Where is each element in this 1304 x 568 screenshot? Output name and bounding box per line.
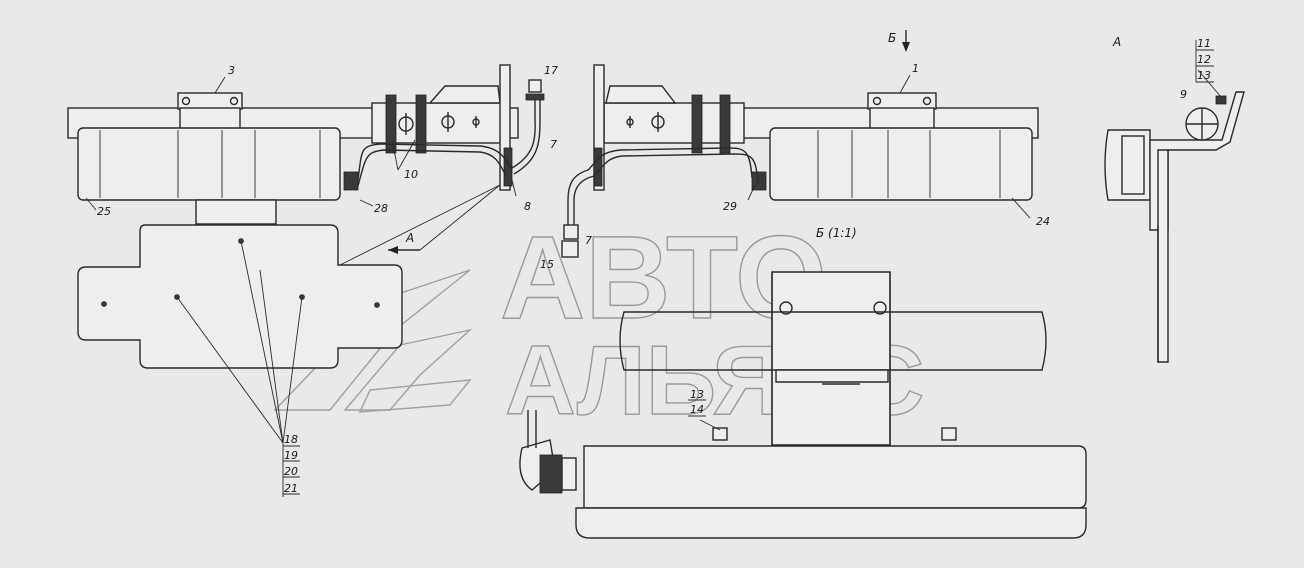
callout-18: 18 xyxy=(284,433,298,446)
callout-8: 8 xyxy=(524,200,531,213)
view-labels: А Б Б (1:1) А xyxy=(405,31,1121,245)
nut-13 xyxy=(712,427,728,441)
leaders-18-21 xyxy=(176,240,303,497)
callout-24: 24 xyxy=(1036,215,1050,228)
callout-leaders xyxy=(85,74,1031,219)
clamp-10a xyxy=(385,94,397,154)
callout-9: 9 xyxy=(1180,88,1187,101)
right-tank-assembly xyxy=(561,64,1039,258)
callout-7b: 7 xyxy=(585,234,592,247)
callout-20: 20 xyxy=(284,465,298,478)
view-b-label: Б xyxy=(888,31,896,45)
callout-1: 1 xyxy=(912,62,919,75)
view-b-detail xyxy=(519,271,1087,539)
callout-12: 12 xyxy=(1197,53,1211,66)
callout-7a: 7 xyxy=(550,138,557,151)
tank-25 xyxy=(77,127,341,201)
view-b-scale-label: Б (1:1) xyxy=(816,226,857,240)
callout-15: 15 xyxy=(540,258,554,271)
view-a-label: А xyxy=(1112,35,1121,49)
callout-25: 25 xyxy=(97,205,111,218)
clamp-29 xyxy=(751,171,767,191)
callout-13a: 13 xyxy=(1197,69,1211,82)
callout-labels: 3 1 7 7 8 9 10 11 12 13 13 14 15 17 18 1… xyxy=(97,37,1211,495)
clamp-10b xyxy=(415,94,427,154)
sensor-15 xyxy=(561,240,579,258)
callout-10: 10 xyxy=(404,168,418,181)
plate-8 xyxy=(499,64,511,191)
callout-11: 11 xyxy=(1197,37,1211,50)
callout-14: 14 xyxy=(690,403,704,416)
callout-21: 21 xyxy=(284,482,298,495)
view-a-arrow-label: А xyxy=(405,231,414,245)
bracket-1 xyxy=(867,92,937,110)
sensor-17 xyxy=(528,79,542,93)
cover-plate xyxy=(77,224,403,369)
clamp-28 xyxy=(343,171,359,191)
callout-29: 29 xyxy=(723,200,737,213)
bracket-3 xyxy=(177,92,243,110)
callout-13b: 13 xyxy=(690,388,704,401)
callout-28: 28 xyxy=(374,202,388,215)
callout-17: 17 xyxy=(544,64,558,77)
callout-3: 3 xyxy=(228,64,235,77)
callout-19: 19 xyxy=(284,449,298,462)
tank-24 xyxy=(769,127,1033,201)
view-a-detail xyxy=(1104,69,1245,363)
left-tank-assembly xyxy=(67,64,545,225)
